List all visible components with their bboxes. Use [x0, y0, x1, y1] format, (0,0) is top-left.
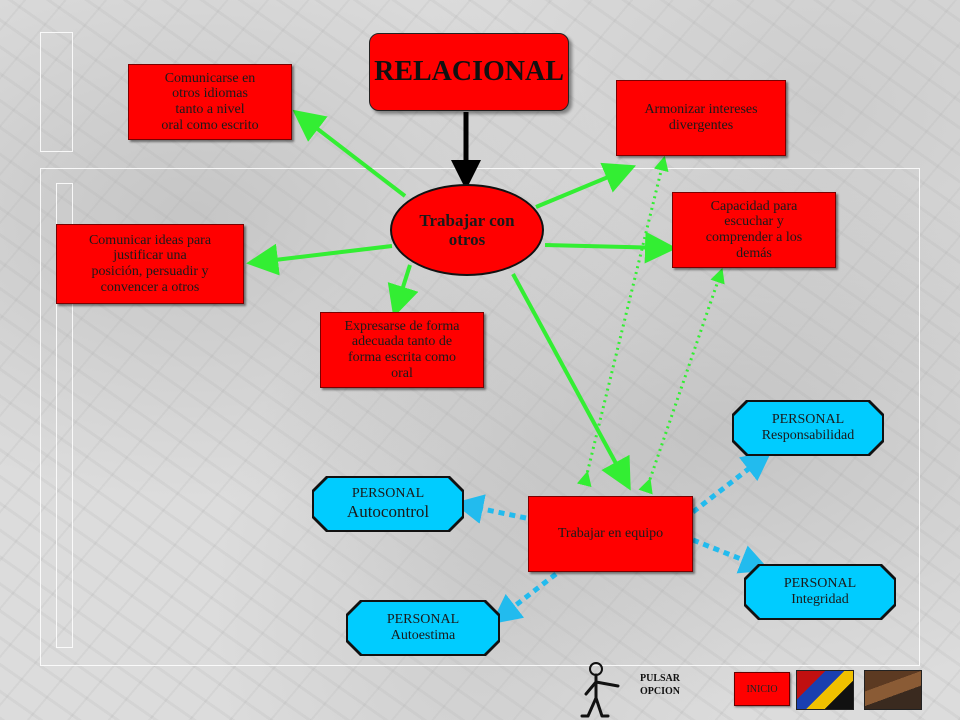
personal-autoestima-body: PERSONAL Autoestima — [348, 602, 498, 654]
personal-integridad: PERSONAL Integridad — [744, 564, 896, 620]
personal-autocontrol: PERSONAL Autocontrol — [312, 476, 464, 532]
center-node: Trabajar con otros — [390, 184, 544, 276]
personal-autoestima: PERSONAL Autoestima — [346, 600, 500, 656]
pulsar-opcion-label: PULSAR OPCION — [639, 673, 680, 697]
pointing-figure-icon — [580, 662, 620, 718]
personal-tag: PERSONAL — [783, 575, 857, 591]
dotted-to-autoestima — [491, 572, 558, 625]
node-idiomas: Comunicarse en otros idiomas tanto a niv… — [128, 64, 292, 140]
blocks-thumbnail[interactable] — [796, 670, 854, 710]
personal-name: Responsabilidad — [761, 428, 855, 443]
personal-tag: PERSONAL — [386, 611, 460, 627]
personal-responsabilidad-body: PERSONAL Responsabilidad — [734, 402, 882, 454]
arrow-to-escuchar — [544, 231, 677, 264]
arrow-to-armonizar — [535, 162, 637, 209]
personal-integridad-body: PERSONAL Integridad — [746, 566, 894, 618]
climber-thumbnail[interactable] — [864, 670, 922, 710]
arrow-to-equipo — [511, 273, 631, 491]
personal-name: Integridad — [791, 592, 849, 607]
personal-tag: PERSONAL — [351, 486, 425, 502]
node-ideas: Comunicar ideas para justificar una posi… — [56, 224, 244, 304]
inicio-button[interactable]: INICIO — [734, 672, 790, 706]
arrow-to-expresarse — [387, 264, 419, 318]
arrow-to-ideas — [246, 243, 393, 276]
dotted-link-escuchar — [638, 267, 725, 495]
personal-tag: PERSONAL — [771, 411, 845, 427]
dotted-link-armonizar — [576, 155, 669, 488]
node-armonizar: Armonizar intereses divergentes — [616, 80, 786, 156]
relacional-title: RELACIONAL — [369, 33, 569, 111]
left-inner-frame — [56, 183, 73, 648]
arrow-to-idiomas — [292, 109, 407, 198]
personal-name: Autoestima — [390, 628, 456, 643]
personal-responsabilidad: PERSONAL Responsabilidad — [732, 400, 884, 456]
node-escuchar: Capacidad para escuchar y comprender a l… — [672, 192, 836, 268]
node-equipo: Trabajar en equipo — [528, 496, 693, 572]
top-left-frame — [40, 32, 73, 152]
personal-name: Autocontrol — [346, 502, 430, 522]
node-expresarse: Expresarse de forma adecuada tanto de fo… — [320, 312, 484, 388]
personal-autocontrol-body: PERSONAL Autocontrol — [314, 478, 462, 530]
dotted-to-autocontrol — [453, 494, 527, 524]
dotted-to-integridad — [692, 537, 770, 574]
dotted-to-responsabilidad — [691, 450, 772, 514]
